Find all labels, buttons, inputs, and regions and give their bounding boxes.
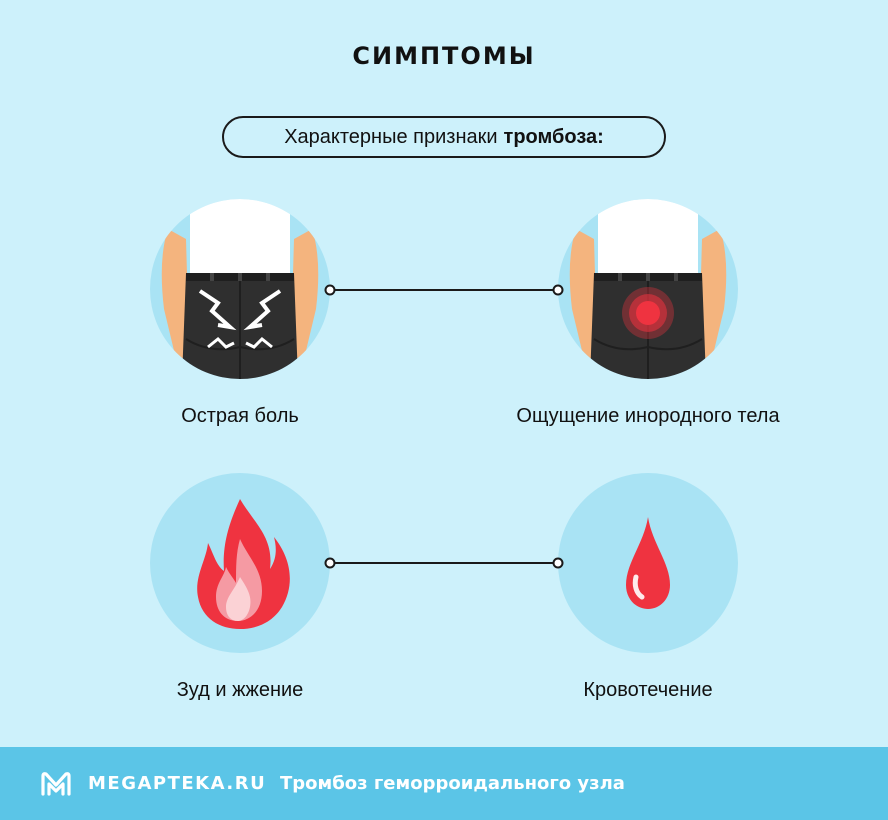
megapteka-logo-icon bbox=[41, 772, 71, 796]
connector-bottom bbox=[324, 557, 564, 569]
blood-drop-icon bbox=[626, 517, 670, 609]
symptom-label-foreign-body: Ощущение инородного тела bbox=[516, 405, 780, 427]
symptom-circle-bleeding bbox=[558, 473, 738, 653]
symptom-label-pain: Острая боль bbox=[181, 405, 299, 427]
foreign-body-icon bbox=[569, 199, 727, 379]
footer: MEGAPTEKA.RU Тромбоз геморроидального уз… bbox=[0, 747, 888, 820]
subtitle-pill: Характерные признаки тромбоза: bbox=[222, 116, 666, 158]
symptom-label-itch: Зуд и жжение bbox=[176, 679, 304, 701]
footer-topic: Тромбоз геморроидального узла bbox=[280, 773, 625, 794]
symptom-circle-pain bbox=[150, 199, 330, 379]
brand-name[interactable]: MEGAPTEKA.RU bbox=[88, 773, 267, 794]
sharp-pain-icon bbox=[161, 199, 319, 379]
subtitle-prefix: Характерные признаки bbox=[284, 125, 498, 148]
symptom-circle-foreign-body bbox=[558, 199, 738, 379]
page-title: СИМПТОМЫ bbox=[352, 42, 536, 70]
flame-icon bbox=[197, 499, 290, 629]
symptom-label-bleeding: Кровотечение bbox=[583, 679, 713, 701]
subtitle-bold: тромбоза: bbox=[503, 125, 604, 148]
connector-top bbox=[324, 284, 564, 296]
symptom-circle-itch bbox=[150, 473, 330, 653]
